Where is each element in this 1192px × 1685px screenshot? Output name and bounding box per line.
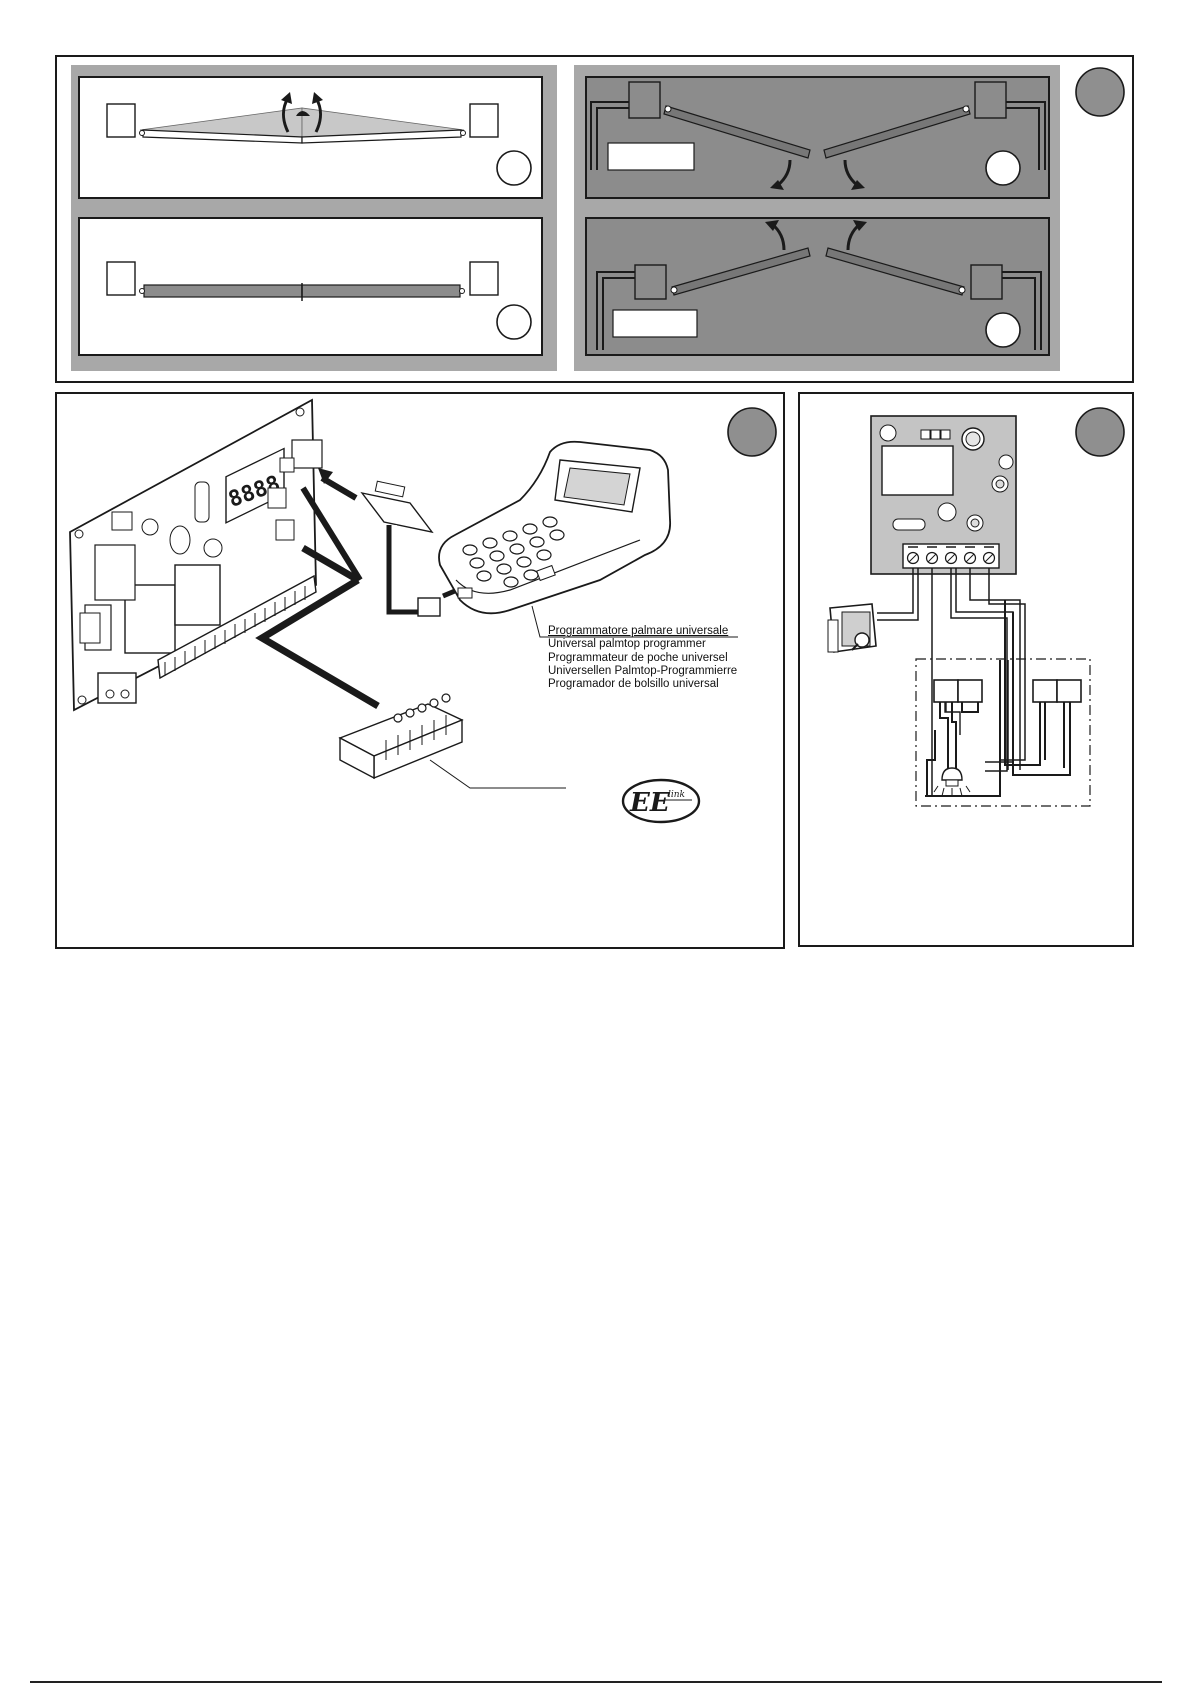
wiring-figure-drawing [0,0,1192,960]
page-bottom-rule [30,1681,1162,1683]
receiver-board [871,416,1016,574]
figure-badge [1076,408,1124,456]
device-terminals [1033,680,1081,702]
key-selector-icon [828,604,876,652]
lamp-icon [934,768,970,796]
terminal-block-icon [903,544,999,568]
lamp-terminals [934,680,982,702]
